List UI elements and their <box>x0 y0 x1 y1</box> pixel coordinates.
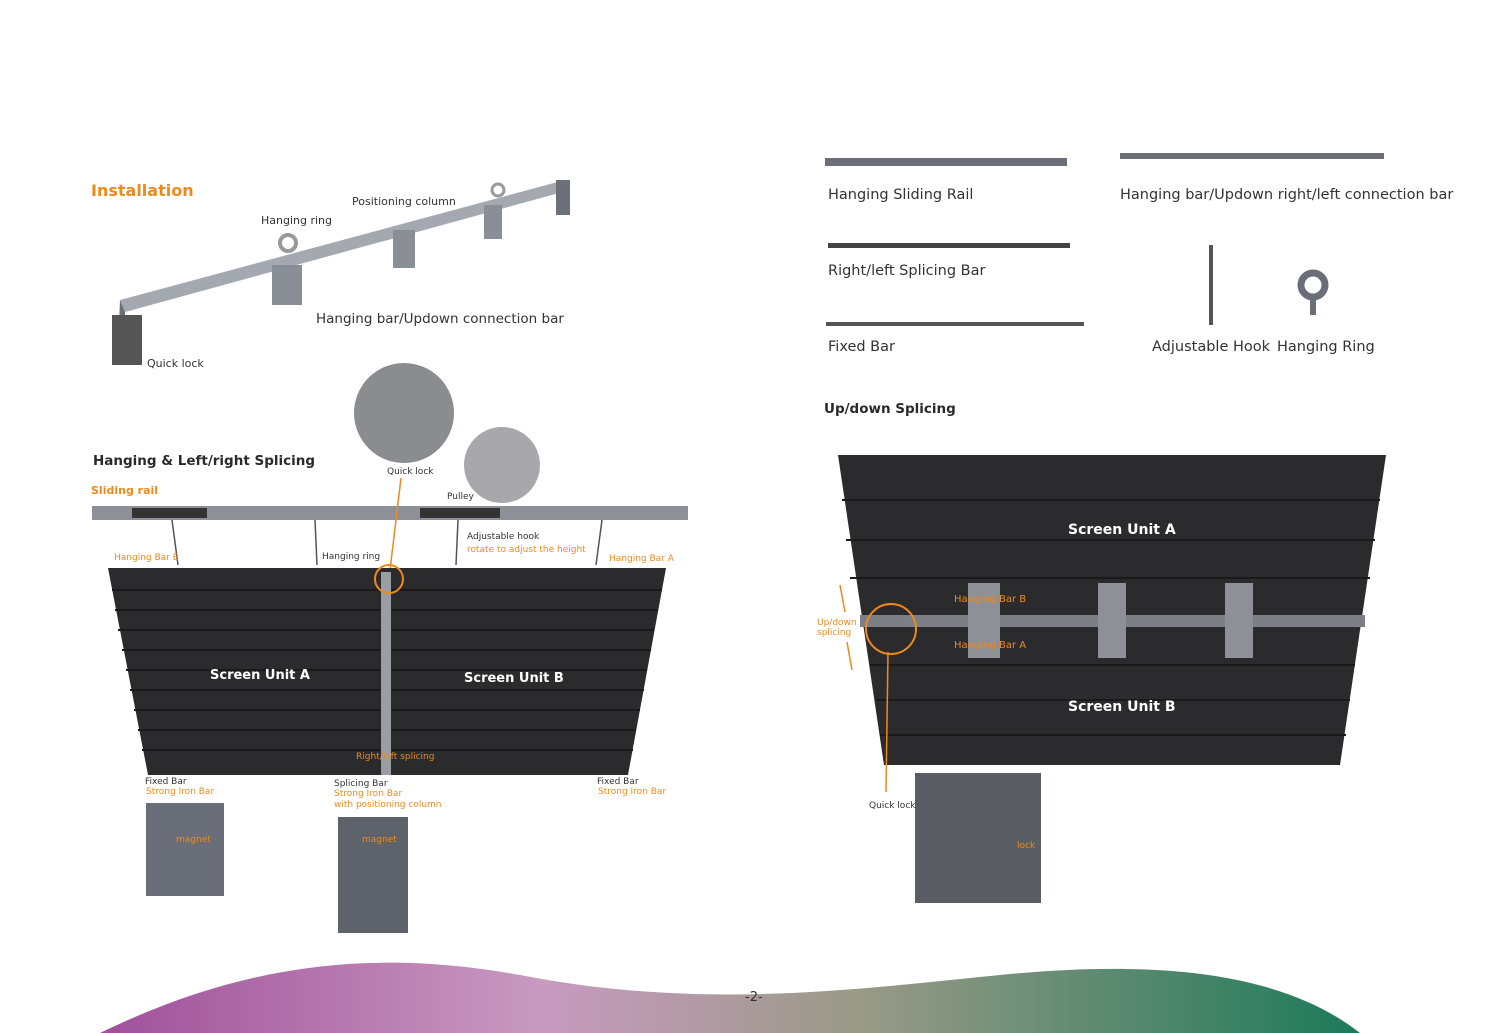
label-quick-lock-inset: Quick lock <box>387 467 434 477</box>
label-screen-unit-b: Screen Unit B <box>464 671 564 686</box>
label-rotate-note: rotate to adjust the height <box>467 545 586 555</box>
label-pulley: Pulley <box>447 492 474 502</box>
part-splicing-bar: Right/left Splicing Bar <box>828 263 986 279</box>
part-sliding-rail: Hanging Sliding Rail <box>828 187 974 203</box>
label-updown-bar-a: Hanging Bar A <box>954 640 1027 651</box>
label-updown-2: splicing <box>817 628 852 638</box>
label-updown-bar-b: Hanging Bar B <box>954 594 1027 605</box>
label-fixed-bar-right-sub: Strong Iron Bar <box>598 787 667 797</box>
label-splicing-bar: Splicing Bar <box>334 779 388 789</box>
installation-bar-illustration <box>112 180 570 365</box>
label-updown-quick-lock: Quick lock <box>869 801 916 811</box>
label-fixed-bar-left: Fixed Bar <box>145 777 187 787</box>
label-positioning-column: Positioning column <box>352 195 456 208</box>
label-adjustable-hook: Adjustable hook <box>467 532 540 542</box>
label-magnet-1: magnet <box>176 835 211 845</box>
label-updown-screen-b: Screen Unit B <box>1068 699 1176 715</box>
part-fixed-bar: Fixed Bar <box>828 339 895 355</box>
label-updown-screen-a: Screen Unit A <box>1068 522 1176 538</box>
page-number: -2- <box>745 990 763 1005</box>
label-fixed-bar-left-sub: Strong Iron Bar <box>146 787 215 797</box>
label-hanging-bar-a: Hanging Bar A <box>609 554 674 564</box>
hanging-title: Hanging & Left/right Splicing <box>93 453 316 469</box>
label-hanging-ring-2: Hanging ring <box>322 552 381 562</box>
label-sliding-rail: Sliding rail <box>91 484 159 497</box>
label-quick-lock: Quick lock <box>147 357 204 370</box>
label-magnet-2: magnet <box>362 835 397 845</box>
label-fixed-bar-right: Fixed Bar <box>597 777 639 787</box>
part-connection-bar: Hanging bar/Updown right/left connection… <box>1120 187 1454 203</box>
updown-title: Up/down Splicing <box>824 401 956 417</box>
label-lock: lock <box>1017 841 1036 851</box>
label-right-left-splicing: Right/left splicing <box>356 752 435 762</box>
label-screen-unit-a: Screen Unit A <box>210 668 310 683</box>
part-hanging-ring: Hanging Ring <box>1277 339 1375 355</box>
label-hanging-ring: Hanging ring <box>261 214 333 227</box>
part-adjustable-hook: Adjustable Hook <box>1152 339 1271 355</box>
label-splicing-bar-sub2: with positioning column <box>334 800 442 810</box>
installation-title: Installation <box>91 181 194 200</box>
sliding-rail-illustration <box>92 506 688 520</box>
label-connection-bar: Hanging bar/Updown connection bar <box>316 311 564 327</box>
label-splicing-bar-sub: Strong Iron Bar <box>334 789 403 799</box>
footer-wave <box>100 962 1360 1033</box>
label-hanging-bar-b: Hanging Bar B <box>114 553 179 563</box>
label-updown-1: Up/down <box>817 618 857 628</box>
